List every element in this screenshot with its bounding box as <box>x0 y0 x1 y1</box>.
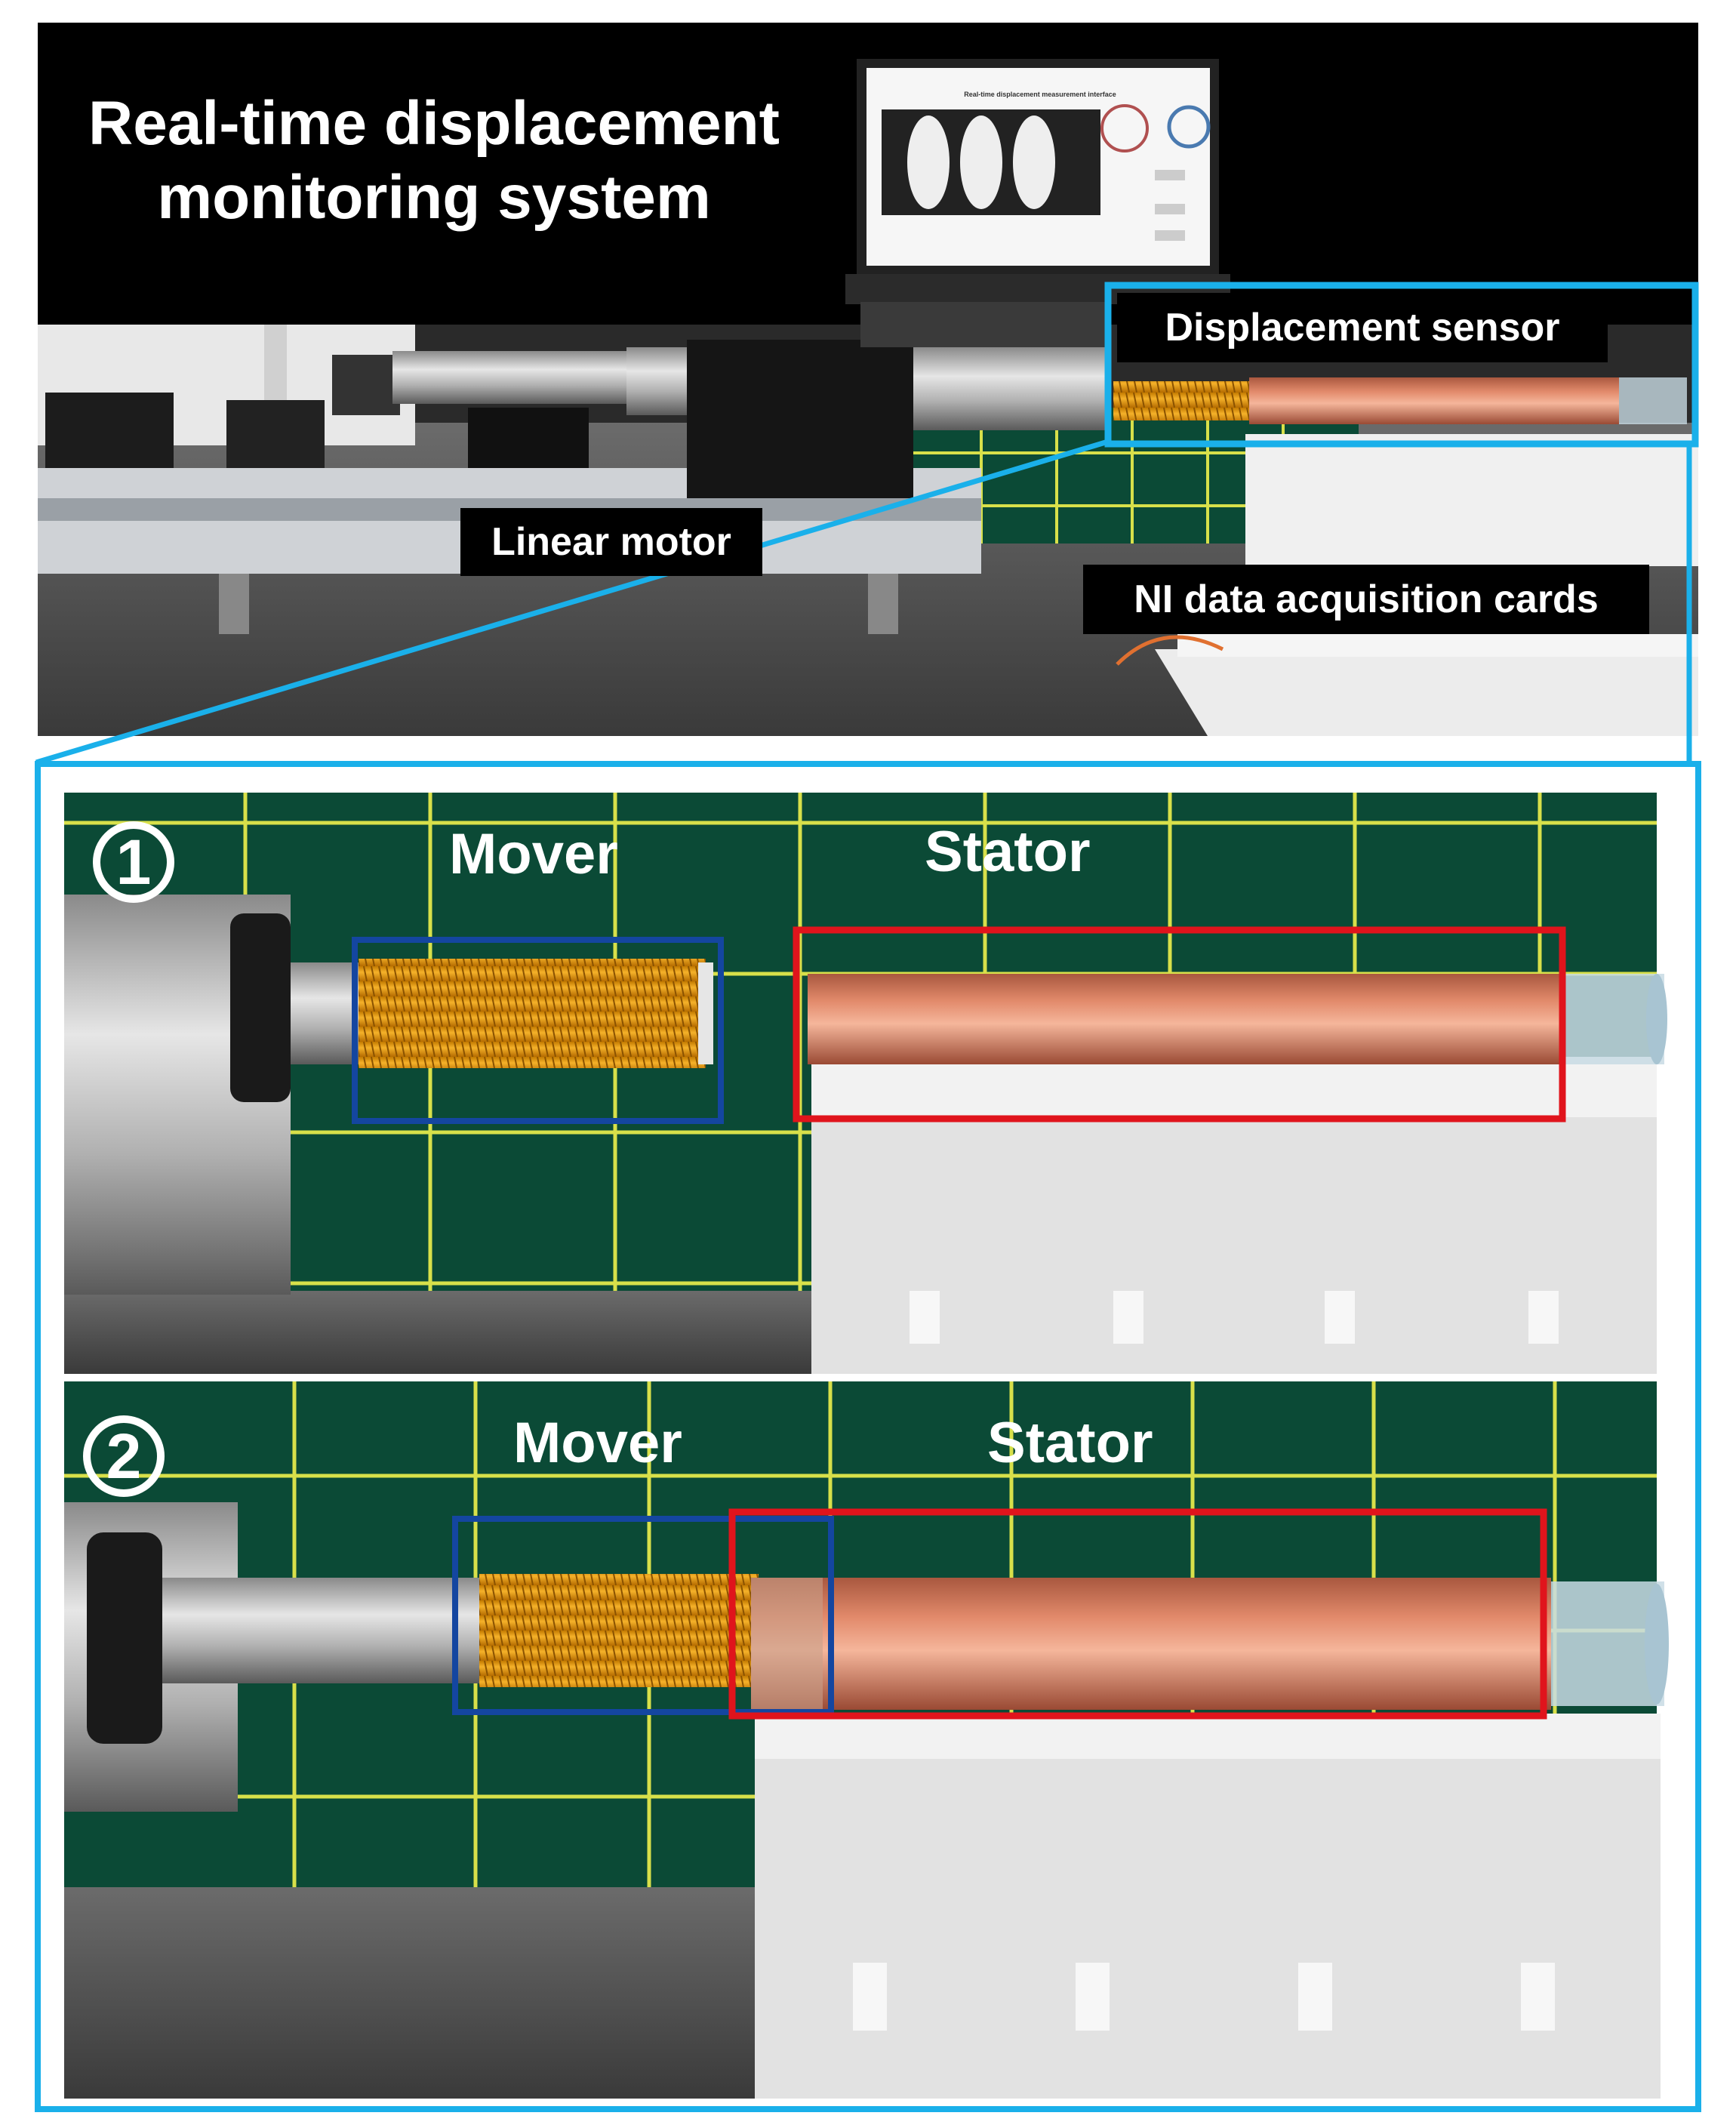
panel-2-stator-label: Stator <box>987 1411 1153 1475</box>
laptop <box>845 59 1230 347</box>
panel-1-mover-label: Mover <box>449 822 618 886</box>
linear-motor-label: Linear motor <box>460 508 762 576</box>
sensor-highlight-box <box>1104 282 1699 448</box>
top-sensor <box>1113 377 1687 424</box>
title-line-2: monitoring system <box>157 163 711 233</box>
zoom-frame <box>35 761 1701 2112</box>
panel-1-stator-label: Stator <box>925 820 1091 884</box>
ni-cards-label: NI data acquisition cards <box>1083 565 1649 634</box>
title-line-1: Real-time displacement <box>88 89 780 158</box>
panel-1-photo <box>64 793 1667 1374</box>
panel-2-mover-box <box>452 1516 834 1715</box>
callout-line <box>35 439 1110 765</box>
panel-2-photo <box>64 1381 1669 2099</box>
panel-2-stator-box <box>728 1508 1547 1720</box>
panel-1-number-badge: 1 <box>93 821 174 903</box>
panel-2-number-badge: 2 <box>83 1415 165 1497</box>
laptop-screen-heading: Real-time displacement measurement inter… <box>964 91 1116 98</box>
figure-title: Real-time displacement monitoring system <box>53 87 815 236</box>
displacement-sensor-label: Displacement sensor <box>1117 293 1608 362</box>
panel-1-stator-box <box>793 926 1566 1123</box>
panel-2-mover-label: Mover <box>513 1411 682 1475</box>
panel-1-mover-box <box>352 937 724 1124</box>
